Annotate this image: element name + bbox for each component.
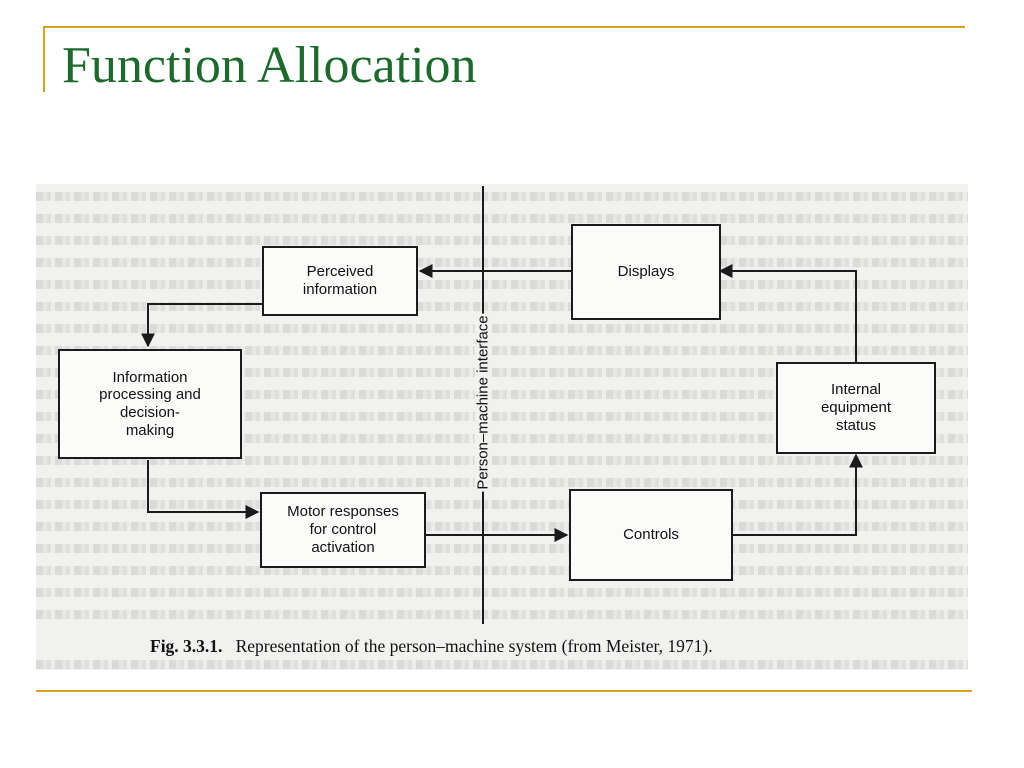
box-perceived-information: Perceived information <box>262 246 418 316</box>
box-motor-responses: Motor responses for control activation <box>260 492 426 568</box>
figure-caption-text: Representation of the person–machine sys… <box>235 636 713 656</box>
arrow-internal-to-displays <box>718 264 857 362</box>
arrow-controls-to-internal <box>733 453 863 536</box>
scanned-figure: Perceived information Displays Informati… <box>36 184 968 670</box>
box-controls: Controls <box>569 489 733 581</box>
box-displays: Displays <box>571 224 721 320</box>
person-machine-diagram <box>141 186 863 624</box>
figure-caption-label: Fig. 3.3.1. <box>150 636 223 656</box>
box-internal-equipment-status: Internal equipment status <box>776 362 936 454</box>
bleed-through-text-lines <box>36 184 968 670</box>
interface-label: Person–machine interface <box>473 305 493 499</box>
footer-accent-line <box>36 690 972 692</box>
arrow-perceived-to-processing <box>141 303 262 348</box>
interface-label-text: Person–machine interface <box>474 312 492 492</box>
slide-title: Function Allocation <box>62 37 477 94</box>
arrow-processing-to-motor <box>147 460 260 519</box>
title-accent-vertical-line <box>43 26 45 92</box>
title-accent-top-line <box>43 26 965 28</box>
figure-caption: Fig. 3.3.1. Representation of the person… <box>148 632 910 660</box>
box-information-processing: Information processing and decision- mak… <box>58 349 242 459</box>
